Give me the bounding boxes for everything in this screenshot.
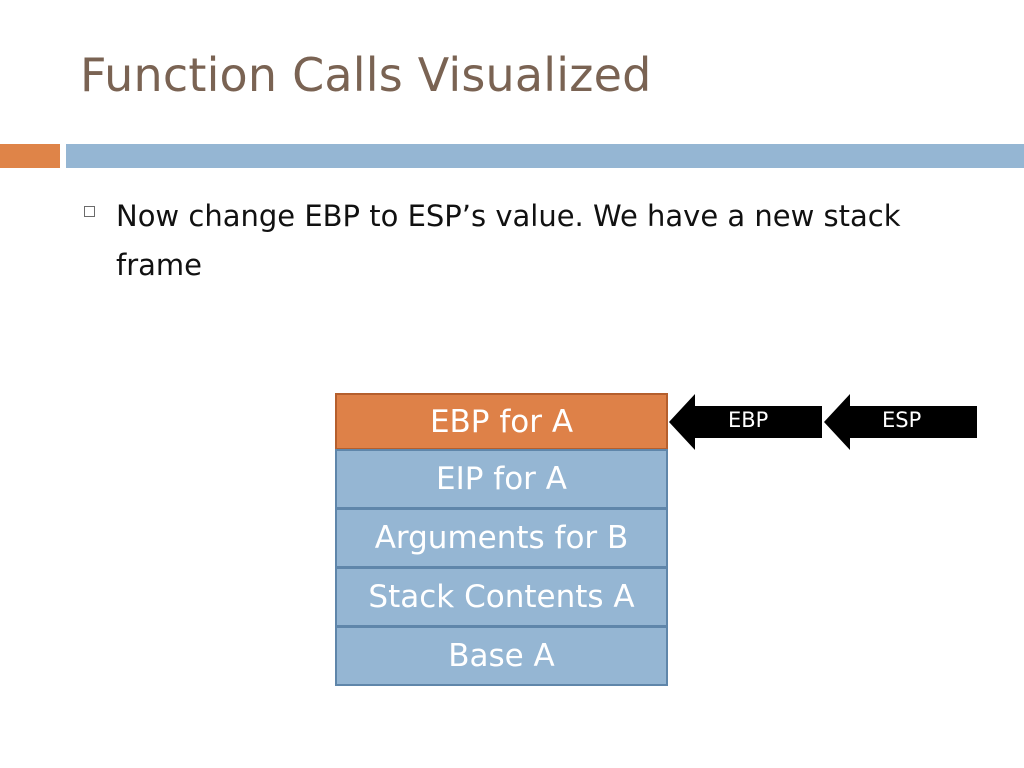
esp-arrow-icon <box>824 394 977 450</box>
title-rule-bar <box>66 144 1024 168</box>
title-rule-accent <box>0 144 60 168</box>
esp-pointer-label: ESP <box>882 408 922 432</box>
stack-diagram: EBP for A EIP for A Arguments for B Stac… <box>335 393 668 686</box>
ebp-pointer-label: EBP <box>728 408 769 432</box>
slide-title: Function Calls Visualized <box>80 48 652 102</box>
stack-cell-arguments-for-b: Arguments for B <box>335 508 668 568</box>
stack-cell-base-a: Base A <box>335 626 668 686</box>
ebp-arrow-icon <box>669 394 822 450</box>
bullet-square-icon <box>84 206 95 217</box>
bullet-text: Now change EBP to ESP’s value. We have a… <box>116 199 901 282</box>
stack-cell-stack-contents-a: Stack Contents A <box>335 567 668 627</box>
stack-cell-eip-for-a: EIP for A <box>335 449 668 509</box>
